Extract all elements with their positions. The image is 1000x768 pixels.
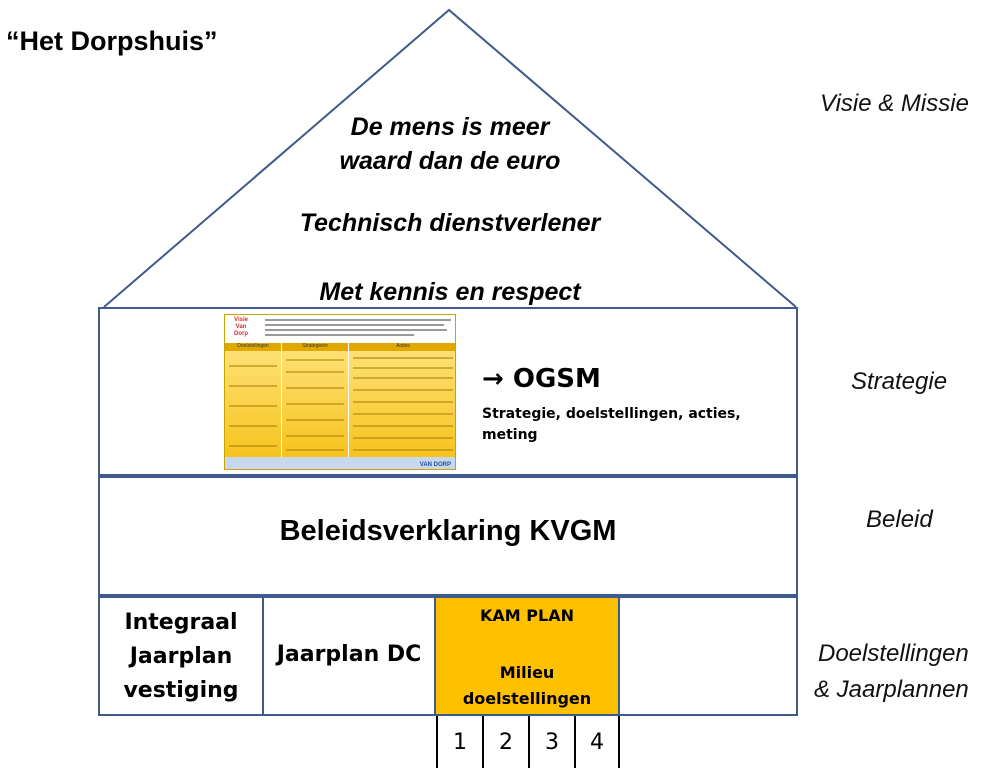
kam-number-1: 1	[438, 716, 484, 768]
jaarplan-dc-cell: Jaarplan DC	[276, 642, 422, 667]
kam-number-row: 1 2 3 4	[436, 716, 620, 768]
thumbnail-text-lines	[265, 319, 451, 339]
integraal-line-3: vestiging	[123, 678, 239, 703]
diagram-title: “Het Dorpshuis”	[6, 26, 218, 56]
thumbnail-column-2: Strategieën	[282, 343, 349, 461]
kam-plan-box	[434, 596, 620, 716]
integraal-line-1: Integraal	[124, 610, 238, 635]
roof-line-2: waard dan de euro	[339, 147, 561, 175]
thumbnail-footer	[225, 457, 455, 469]
ogsm-subtitle-line-2: meting	[482, 427, 538, 443]
kam-number-2: 2	[484, 716, 530, 768]
roof-line-1: De mens is meer	[350, 113, 550, 141]
roof-line-4: Met kennis en respect	[319, 278, 581, 306]
beleidsverklaring-text: Beleidsverklaring KVGM	[279, 515, 617, 547]
beleid-box	[98, 476, 798, 596]
kam-number-4: 4	[576, 716, 620, 768]
kam-number-3: 3	[530, 716, 576, 768]
label-doelstellingen: Doelstellingen	[818, 640, 969, 667]
thumbnail-title: Visie Van Dorp	[234, 317, 248, 337]
thumbnail-logo: VAN DORP	[419, 462, 451, 468]
ogsm-subtitle: Strategie, doelstellingen, acties, metin…	[482, 404, 782, 446]
integraal-line-2: Jaarplan	[129, 644, 233, 669]
thumbnail-column-3: Acties	[349, 343, 455, 461]
ogsm-thumbnail: Visie Van Dorp Doelstellingen Strategieë…	[224, 314, 456, 470]
ogsm-title: → OGSM	[482, 364, 601, 394]
thumbnail-column-1: Doelstellingen	[225, 343, 282, 461]
kam-line-2: doelstellingen	[462, 689, 592, 708]
label-jaarplannen: & Jaarplannen	[814, 676, 969, 703]
kam-plan-title: KAM PLAN	[480, 606, 574, 625]
roof-line-3: Technisch dienstverlener	[299, 209, 601, 237]
label-beleid: Beleid	[866, 506, 933, 533]
ogsm-subtitle-line-1: Strategie, doelstellingen, acties,	[482, 406, 741, 422]
divider-1	[262, 597, 264, 715]
thumbnail-header: Visie Van Dorp	[225, 315, 455, 343]
label-visie-missie: Visie & Missie	[820, 90, 969, 117]
milieu-doelstellingen: Milieu doelstellingen	[434, 660, 620, 712]
label-strategie: Strategie	[851, 368, 948, 395]
kam-line-1: Milieu	[499, 663, 555, 682]
integraal-jaarplan-cell: Integraal Jaarplan vestiging	[100, 606, 262, 708]
